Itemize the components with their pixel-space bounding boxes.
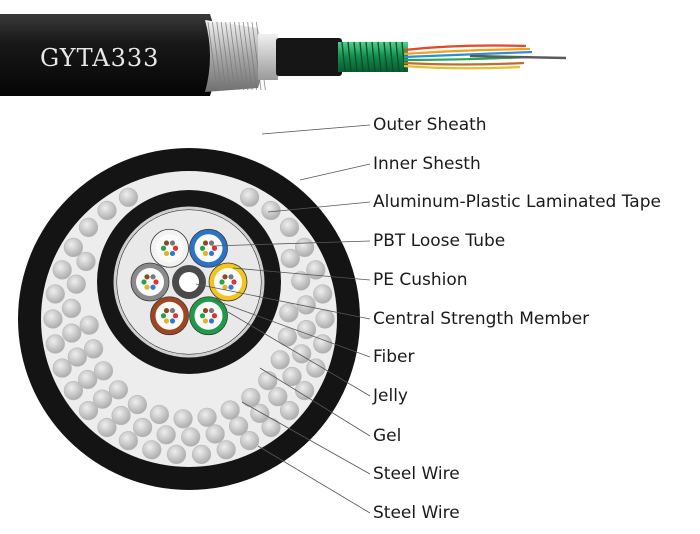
label-outer-sheath: Outer Sheath <box>373 115 487 135</box>
outer-sheath-side <box>0 14 217 96</box>
steel-wire-strands <box>207 21 266 91</box>
label-fiber: Fiber <box>373 347 415 367</box>
label-aluminum-plastic-tape: Aluminum-Plastic Laminated Tape <box>373 192 661 212</box>
loose-tubes <box>130 228 248 336</box>
label-gel: Gel <box>373 426 402 446</box>
leader-lines <box>195 124 371 514</box>
laminated-tape-ring <box>113 206 265 358</box>
label-steel-wire: Steel Wire <box>373 464 460 484</box>
label-pe-cushion: PE Cushion <box>373 270 468 290</box>
label-pbt-loose-tube: PBT Loose Tube <box>373 231 506 251</box>
steel-wire-circles <box>43 187 335 465</box>
tape-side <box>258 34 278 80</box>
label-jelly: Jelly <box>373 386 408 406</box>
central-strength-member <box>179 272 199 292</box>
inner-sheath-side <box>276 38 342 76</box>
label-central-strength-member: Central Strength Member <box>373 309 590 329</box>
fiber-strands <box>403 44 567 70</box>
label-inner-sheath: Inner Shesth <box>373 154 481 174</box>
cable-model-text: GYTA333 <box>40 44 160 72</box>
cable-cross-section <box>18 148 360 490</box>
label-steel-wire-2: Steel Wire <box>373 503 460 523</box>
cable-side-view <box>0 14 567 96</box>
armour-tape-bands <box>341 41 406 73</box>
